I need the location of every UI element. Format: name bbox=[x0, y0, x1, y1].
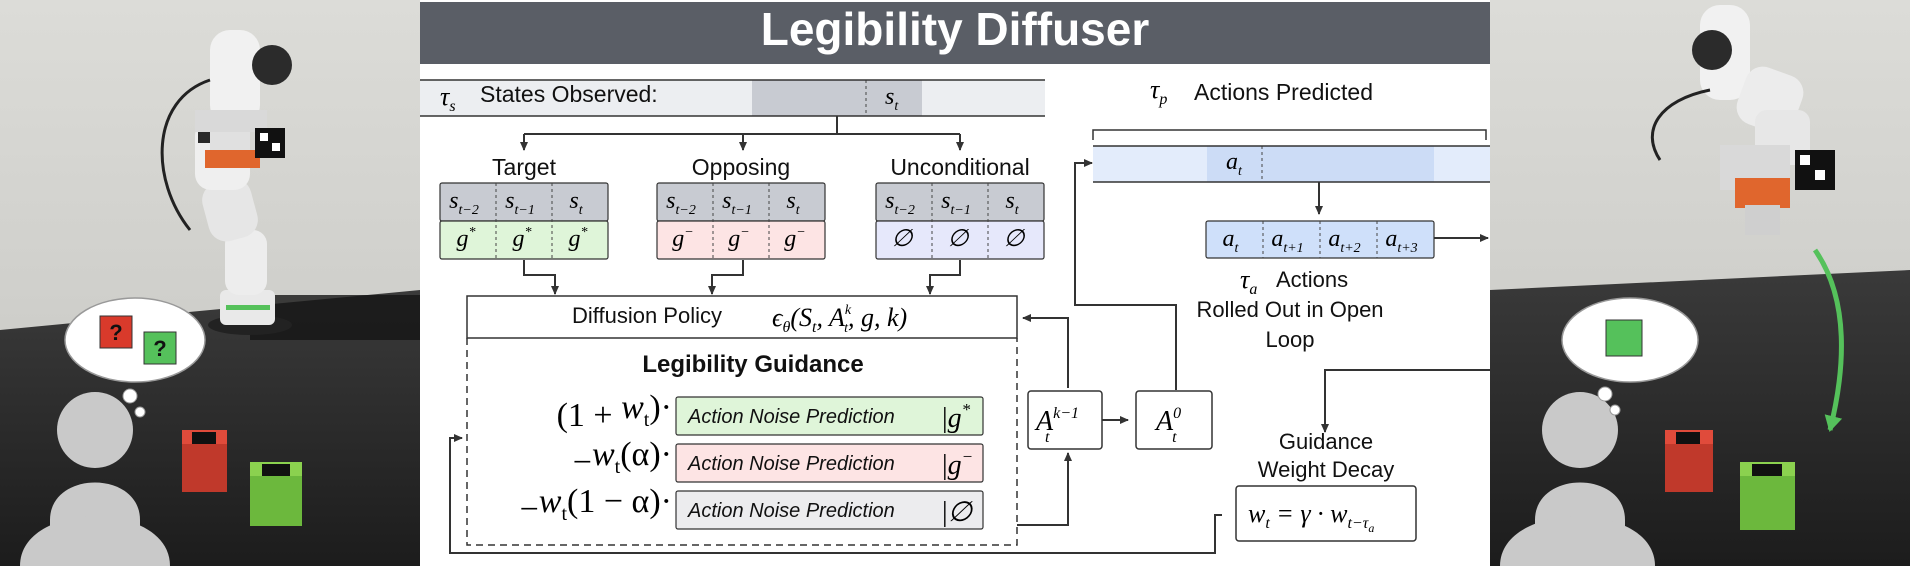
states-observed-row: τs States Observed: st bbox=[420, 79, 1045, 117]
fanout-arrows bbox=[520, 116, 964, 151]
svg-text:st: st bbox=[885, 84, 899, 114]
state-cell: st−2 bbox=[666, 188, 696, 218]
goal-cell: g* bbox=[457, 225, 476, 252]
legibility-guidance-box: Legibility Guidance bbox=[466, 338, 1018, 546]
guidance-row: −wt(1 − α)· Action Noise Prediction |∅ bbox=[520, 483, 984, 530]
thought-bubble-left: ? ? bbox=[64, 297, 206, 418]
legibility-guidance-title: Legibility Guidance bbox=[642, 351, 863, 378]
rollout-cell: at+1 bbox=[1271, 226, 1303, 256]
svg-text:τp: τp bbox=[1150, 75, 1167, 108]
tau-p-symbol: τ bbox=[1150, 75, 1161, 104]
denoise-arrows bbox=[449, 159, 1490, 554]
state-cell: st−1 bbox=[722, 188, 752, 218]
branch-unconditional: Unconditional st−2 st−1 st ∅ ∅ ∅ bbox=[875, 154, 1045, 260]
title-bar bbox=[420, 2, 1490, 64]
state-cell-st: s bbox=[885, 84, 894, 110]
weight-decay: Guidance Weight Decay wt = γ · wt−τa bbox=[1235, 429, 1417, 542]
tau-s-sub: s bbox=[449, 98, 455, 115]
noise-prediction-label: Action Noise Prediction bbox=[687, 500, 895, 522]
guidance-rows: (1 + wt)·Action Noise Prediction|g*−wt(α… bbox=[520, 389, 984, 530]
motion-arrow-right bbox=[1812, 248, 1844, 432]
rollout-cell: at+2 bbox=[1328, 226, 1360, 256]
guidance-coefficient: −wt(1 − α)· bbox=[520, 483, 672, 528]
states-observed-label: States Observed: bbox=[480, 81, 658, 107]
page-title: Legibility Diffuser bbox=[761, 3, 1150, 55]
diffusion-policy-label: Diffusion Policy bbox=[572, 303, 722, 328]
tau-a-sub: a bbox=[1249, 281, 1257, 298]
goal-cell: g− bbox=[784, 225, 805, 252]
rollout-line2: Rolled Out in Open bbox=[1196, 297, 1383, 322]
goal-cell: g− bbox=[672, 225, 693, 252]
guidance-row: −wt(α)· Action Noise Prediction |g− bbox=[573, 436, 984, 483]
rollout-cells: at at+1 at+2 at+3 bbox=[1205, 220, 1435, 259]
robot-arm-right bbox=[1650, 5, 1835, 235]
actions-predicted-label: Actions Predicted bbox=[1194, 79, 1373, 105]
tau-a-symbol: τ bbox=[1240, 265, 1251, 294]
condition-label: |g− bbox=[942, 447, 973, 481]
state-cell: st−1 bbox=[941, 188, 971, 218]
tau-p-sub: p bbox=[1158, 91, 1167, 108]
guidance-coefficient: (1 + wt)· bbox=[557, 389, 672, 434]
branches: Target st−2 st−1 st g* g* g* Opposing st−2 st−1 st… bbox=[439, 154, 1045, 260]
rollout-cell: at bbox=[1223, 226, 1240, 256]
state-cell: st−2 bbox=[885, 188, 915, 218]
guidance-coefficient: −wt(α)· bbox=[573, 436, 672, 481]
goal-cell: ∅ bbox=[948, 226, 970, 252]
goal-cell: ∅ bbox=[892, 226, 914, 252]
predicted-cell-at-sub: t bbox=[1238, 164, 1243, 179]
decay-line2: Weight Decay bbox=[1258, 457, 1395, 482]
actions-predicted: τp Actions Predicted at bbox=[1092, 75, 1490, 183]
state-cell: st bbox=[1005, 188, 1019, 218]
condition-label: |g* bbox=[942, 400, 971, 434]
state-cell-st-sub: t bbox=[894, 99, 899, 114]
goal-cell: g* bbox=[569, 225, 588, 252]
goal-cell: ∅ bbox=[1004, 226, 1026, 252]
thought-bubble-right bbox=[1561, 297, 1699, 416]
thought-question-green: ? bbox=[153, 336, 166, 361]
person-silhouette-left bbox=[20, 392, 170, 566]
branch-title: Unconditional bbox=[890, 154, 1029, 180]
left-photo: ? ? bbox=[0, 0, 420, 566]
state-cell: st bbox=[569, 188, 583, 218]
tau-s-symbol: τ bbox=[440, 82, 451, 111]
rollout-caption: τa Actions Rolled Out in Open Loop bbox=[1196, 265, 1383, 352]
table-blocks-left bbox=[182, 430, 302, 526]
rollout-line3: Loop bbox=[1266, 327, 1315, 352]
noise-prediction-label: Action Noise Prediction bbox=[687, 406, 895, 428]
decay-line1: Guidance bbox=[1279, 429, 1373, 454]
rollout-cell: at+3 bbox=[1385, 226, 1417, 256]
svg-text:τa: τa bbox=[1240, 265, 1257, 298]
state-cell: st−1 bbox=[505, 188, 535, 218]
branch-target: Target st−2 st−1 st g* g* g* bbox=[439, 154, 609, 260]
table-blocks-right bbox=[1665, 430, 1795, 530]
goal-cell: g* bbox=[513, 225, 532, 252]
guidance-row: (1 + wt)· Action Noise Prediction |g* bbox=[557, 389, 984, 436]
state-cell: st−2 bbox=[449, 188, 479, 218]
svg-text:τs: τs bbox=[440, 82, 456, 115]
noise-prediction-label: Action Noise Prediction bbox=[687, 453, 895, 475]
condition-label: |∅ bbox=[942, 497, 974, 528]
branch-title: Opposing bbox=[692, 154, 790, 180]
branch-to-policy-arrows bbox=[523, 260, 961, 295]
state-cell: st bbox=[786, 188, 800, 218]
goal-cell: g− bbox=[728, 225, 749, 252]
person-silhouette-right bbox=[1500, 392, 1655, 566]
right-photo bbox=[1490, 0, 1910, 566]
svg-text:at: at bbox=[1226, 149, 1243, 179]
thought-question-red: ? bbox=[109, 320, 122, 345]
rollout-line1: Actions bbox=[1276, 267, 1348, 292]
branch-title: Target bbox=[492, 154, 557, 180]
predicted-cell-at: a bbox=[1226, 149, 1238, 175]
robot-arm-left bbox=[160, 30, 292, 335]
branch-opposing: Opposing st−2 st−1 st g− g− g− bbox=[656, 154, 826, 260]
